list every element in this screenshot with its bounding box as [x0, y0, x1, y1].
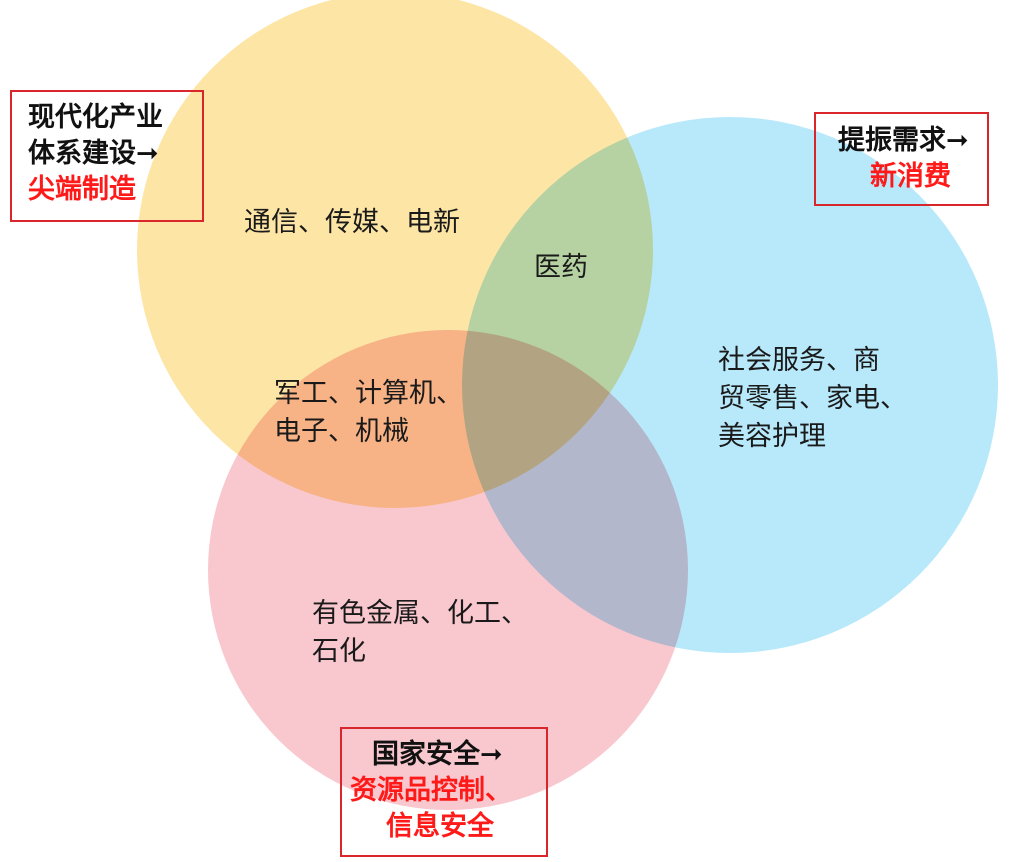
- theme-bottom-line3: 信息安全: [386, 811, 494, 842]
- region-label-right-only: 社会服务、商 贸零售、家电、 美容护理: [718, 342, 907, 456]
- theme-right-line2: 新消费: [870, 161, 951, 192]
- theme-box-national-security: 国家安全➞ 资源品控制、 信息安全: [340, 727, 548, 857]
- region-top-right-line1: 医药: [534, 252, 588, 283]
- region-right-only-line2: 贸零售、家电、: [718, 383, 907, 414]
- theme-top-line2: 体系建设➞: [28, 138, 159, 169]
- region-top-bottom-line2: 电子、机械: [274, 416, 409, 447]
- region-label-top-right: 医药: [534, 249, 588, 287]
- theme-bottom-line1: 国家安全➞: [372, 739, 503, 770]
- theme-bottom-line2: 资源品控制、: [350, 775, 512, 806]
- region-top-only-line1: 通信、传媒、电新: [244, 207, 460, 238]
- region-label-top-bottom: 军工、计算机、 电子、机械: [274, 375, 463, 451]
- region-right-only-line3: 美容护理: [718, 421, 826, 452]
- region-right-only-line1: 社会服务、商: [718, 345, 880, 376]
- theme-right-line1: 提振需求➞: [838, 125, 969, 156]
- region-bottom-only-line2: 石化: [312, 636, 366, 667]
- region-label-top-only: 通信、传媒、电新: [244, 204, 460, 242]
- theme-box-modern-industry: 现代化产业 体系建设➞ 尖端制造: [10, 90, 204, 222]
- circle-national-security: [208, 330, 688, 810]
- region-bottom-only-line1: 有色金属、化工、: [312, 598, 528, 629]
- theme-top-line3: 尖端制造: [28, 174, 136, 205]
- theme-top-line1: 现代化产业: [28, 102, 163, 133]
- region-label-bottom-only: 有色金属、化工、 石化: [312, 595, 528, 671]
- region-top-bottom-line1: 军工、计算机、: [274, 378, 463, 409]
- theme-box-boost-demand: 提振需求➞ 新消费: [814, 112, 989, 206]
